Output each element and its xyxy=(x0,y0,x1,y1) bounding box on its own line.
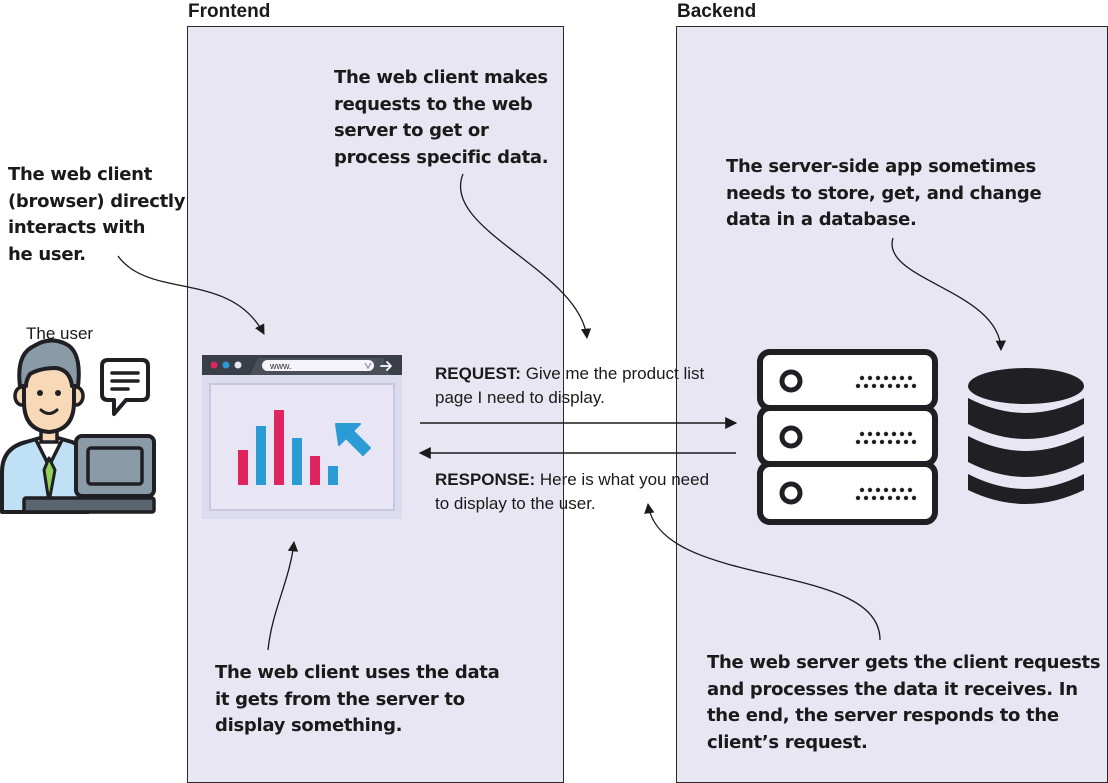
request-text: Give me the product list page I need to … xyxy=(435,364,705,407)
cursor-arrow-icon xyxy=(335,423,371,456)
browser-address-text: www. xyxy=(269,361,292,371)
request-message: REQUEST: Give me the product list page I… xyxy=(435,362,704,410)
callout-client-display-arrow xyxy=(267,540,299,651)
database-icon xyxy=(968,368,1084,504)
callout-server-db-arrow xyxy=(891,237,1007,352)
user-label: The user xyxy=(26,324,94,343)
callout-client-requests-arrow xyxy=(459,173,592,340)
chart-bar-6 xyxy=(328,466,338,485)
note-server-processes: The web server gets the client requests … xyxy=(707,652,1101,753)
response-text: Here is what you need to display to the … xyxy=(435,470,710,513)
chat-bubble-icon xyxy=(100,358,150,416)
chart-bar-5 xyxy=(310,456,320,485)
browser-close-dot xyxy=(210,361,218,369)
note-client-display: The web client uses the data it gets fro… xyxy=(215,662,500,736)
chart-bar-4 xyxy=(292,438,302,485)
note-server-db: The server-side app sometimes needs to s… xyxy=(726,156,1042,230)
server-rack-icon xyxy=(757,349,938,525)
browser-window-icon xyxy=(202,355,402,519)
response-label: RESPONSE: xyxy=(435,470,536,489)
note-client-requests: The web client makes requests to the web… xyxy=(334,67,549,168)
browser-maximize-dot xyxy=(234,361,242,369)
browser-address-bar xyxy=(262,360,374,371)
chart-bar-1 xyxy=(238,450,248,485)
request-label: REQUEST: xyxy=(435,364,521,383)
browser-bar-chart-graphic xyxy=(238,410,338,485)
callout-client-interacts-arrow xyxy=(117,255,265,335)
chart-bar-2 xyxy=(256,426,266,485)
chart-bar-3 xyxy=(274,410,284,485)
browser-go-arrow-icon xyxy=(380,361,392,371)
browser-minimize-dot xyxy=(222,361,230,369)
callout-server-processes-arrow xyxy=(644,502,881,641)
frontend-title: Frontend xyxy=(188,1,271,22)
backend-title: Backend xyxy=(677,1,757,22)
response-message: RESPONSE: Here is what you need to displ… xyxy=(435,468,709,516)
note-client-interacts: The web client (browser) directly intera… xyxy=(8,164,186,265)
user-at-computer-icon xyxy=(0,338,156,514)
address-dropdown-icon xyxy=(364,362,372,370)
